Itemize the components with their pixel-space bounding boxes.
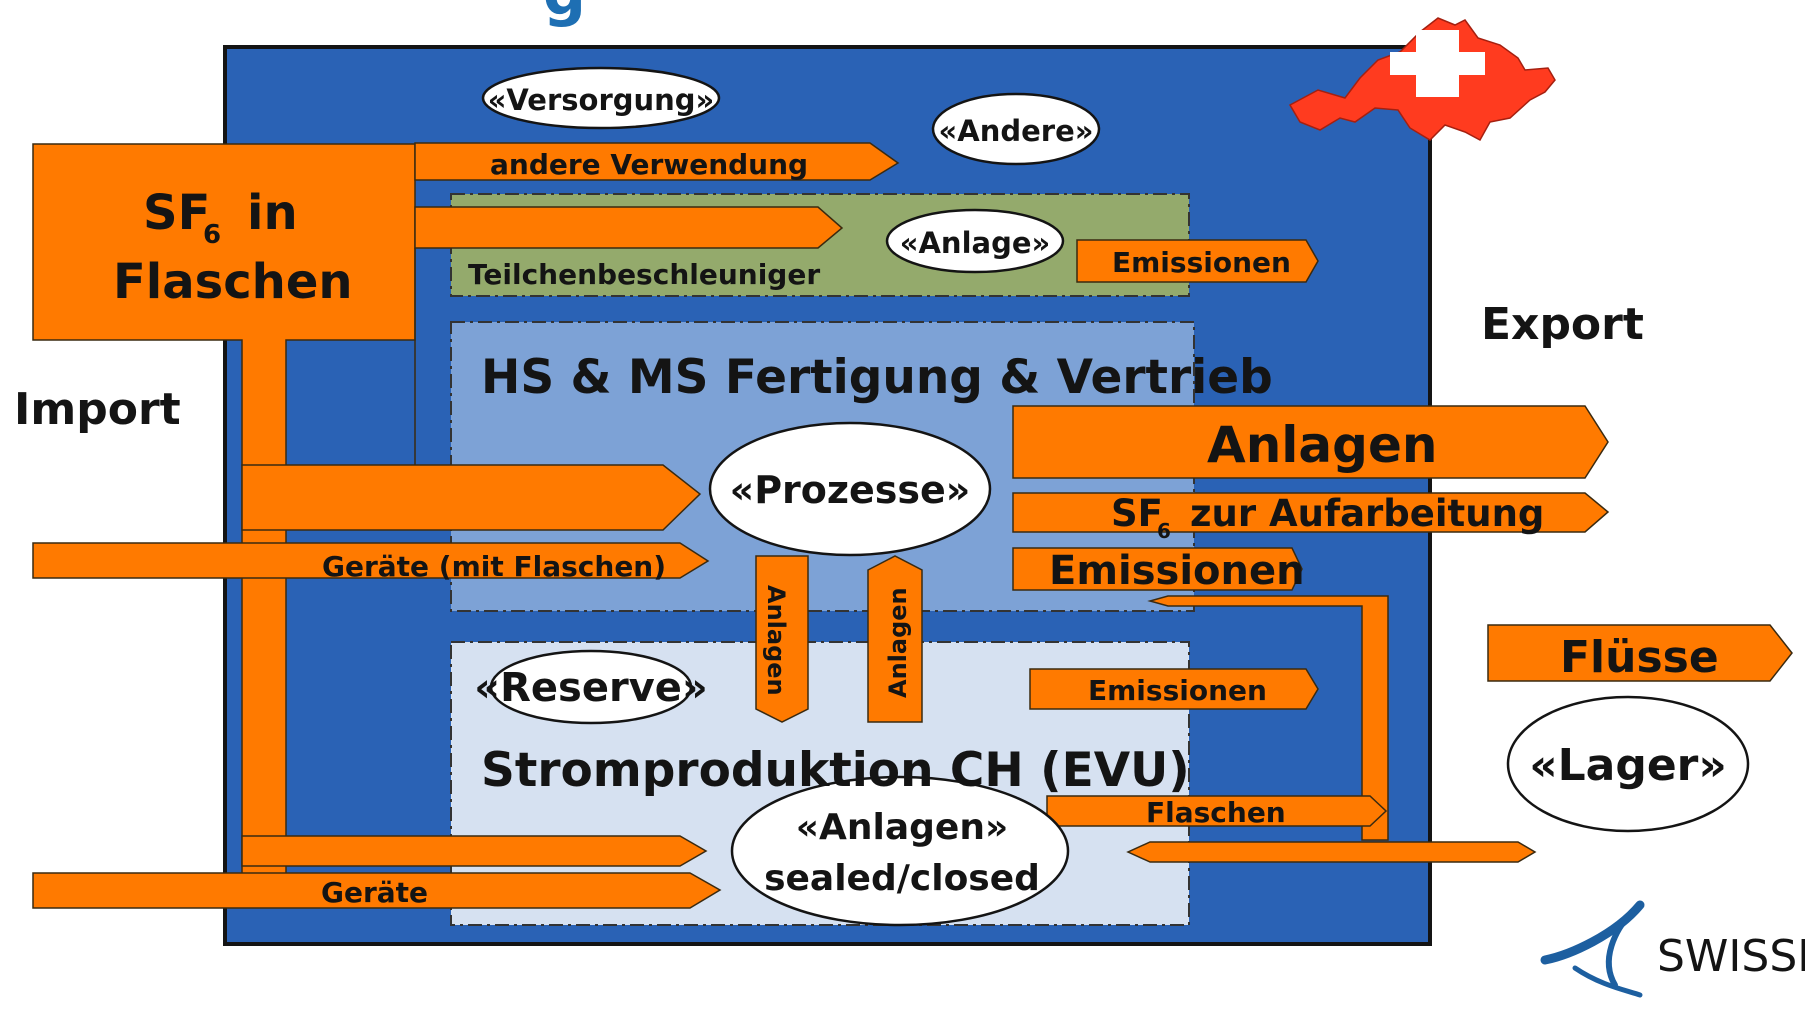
oval-anlagen-sealed bbox=[730, 775, 1070, 927]
oval-text-versorgung: «Versorgung» bbox=[488, 83, 715, 117]
oval-lager bbox=[1506, 695, 1750, 833]
oval-versorgung bbox=[481, 66, 721, 130]
label-fluesse: Flüsse bbox=[1560, 632, 1719, 683]
label-emissionen-teilchen: Emissionen bbox=[1112, 246, 1291, 279]
arrow-fluesse bbox=[1487, 624, 1793, 682]
arrow-export-sf6-aufarbeitung bbox=[1012, 492, 1610, 533]
arrow-to-teilchenbeschleuniger bbox=[414, 206, 844, 249]
label-sf6-aufarbeitung-prefix: SF bbox=[1111, 492, 1163, 535]
oval-text-sealed-closed: sealed/closed bbox=[764, 858, 1040, 899]
label-sf6-aufarbeitung-subscript: 6 bbox=[1157, 519, 1171, 543]
label-emissionen-strom: Emissionen bbox=[1088, 674, 1267, 707]
title-fragment: g bbox=[543, 0, 586, 29]
label-sf6-subscript: 6 bbox=[203, 220, 221, 250]
oval-text-anlage: «Anlage» bbox=[900, 226, 1051, 260]
oval-text-prozesse: «Prozesse» bbox=[730, 468, 971, 512]
oval-reserve bbox=[489, 649, 693, 725]
label-anlagen-up: Anlagen bbox=[884, 587, 912, 698]
arrow-geraete bbox=[32, 872, 722, 909]
arrow-emissionen-teilchen bbox=[1076, 239, 1319, 283]
arrow-export-anlagen bbox=[1012, 405, 1609, 479]
oval-text-lager: «Lager» bbox=[1529, 740, 1727, 791]
label-anlagen-down: Anlagen bbox=[762, 585, 790, 696]
logo: SWISSE bbox=[1540, 900, 1805, 998]
oval-text-reserve: «Reserve» bbox=[474, 665, 707, 711]
label-import: Import bbox=[14, 384, 181, 435]
logo-swoosh-3 bbox=[1572, 965, 1643, 998]
arrow-anlagen-down bbox=[755, 555, 809, 723]
label-teilchenbeschleuniger: Teilchenbeschleuniger bbox=[468, 258, 820, 291]
label-geraete: Geräte bbox=[321, 876, 428, 909]
label-stromproduktion: Stromproduktion CH (EVU) bbox=[481, 743, 1190, 798]
label-sf6-prefix: SF bbox=[143, 185, 210, 241]
arrow-anlagen-up bbox=[867, 555, 923, 723]
oval-text-anlagen: «Anlagen» bbox=[796, 807, 1008, 848]
logo-swoosh-1 bbox=[1540, 900, 1645, 965]
label-emissionen-hs-ms: Emissionen bbox=[1049, 548, 1305, 594]
label-flaschen-source: Flaschen bbox=[113, 254, 353, 310]
logo-text: SWISSE bbox=[1657, 931, 1805, 982]
label-export-anlagen: Anlagen bbox=[1207, 416, 1437, 474]
oval-text-andere: «Andere» bbox=[939, 114, 1094, 148]
logo-swoosh-2 bbox=[1605, 909, 1635, 988]
arrow-andere-verwendung bbox=[414, 142, 900, 181]
oval-andere bbox=[931, 92, 1101, 166]
arrow-geraete-mit-flaschen bbox=[32, 542, 710, 579]
oval-anlage bbox=[885, 208, 1065, 274]
arrow-sf6-to-stromproduktion bbox=[241, 835, 708, 867]
label-export: Export bbox=[1481, 299, 1644, 350]
oval-prozesse bbox=[708, 421, 992, 557]
arrow-to-prozesse bbox=[241, 248, 702, 531]
label-hs-ms-fertigung: HS & MS Fertigung & Vertrieb bbox=[481, 350, 1273, 405]
label-sf6-aufarbeitung: zur Aufarbeitung bbox=[1190, 492, 1544, 535]
label-sf6-in: in bbox=[247, 185, 298, 241]
label-flaschen-arrow: Flaschen bbox=[1146, 796, 1286, 829]
label-geraete-mit-flaschen: Geräte (mit Flaschen) bbox=[322, 550, 666, 583]
arrow-emissionen-hs-ms bbox=[1012, 547, 1303, 591]
label-andere-verwendung: andere Verwendung bbox=[490, 148, 808, 181]
swiss-cross-horizontal bbox=[1390, 52, 1485, 75]
arrow-from-lager bbox=[1126, 841, 1537, 863]
arrow-emissionen-strom bbox=[1029, 668, 1319, 710]
